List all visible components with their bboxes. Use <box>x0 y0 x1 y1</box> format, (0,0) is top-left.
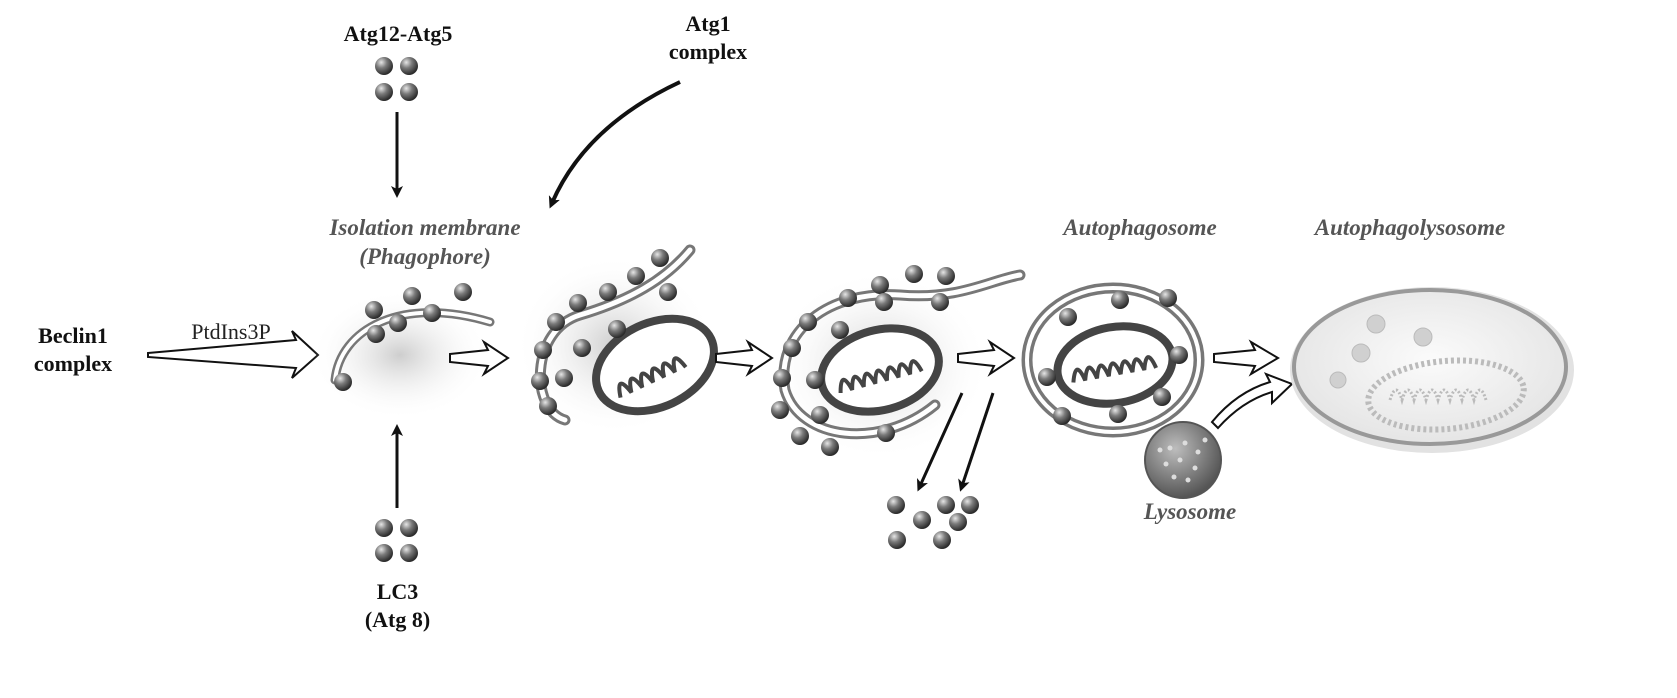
isolation-label-line1: Isolation membrane <box>329 215 521 240</box>
enclosing-membrane <box>770 265 1026 460</box>
beclin-label-line2: complex <box>33 350 113 376</box>
flow-arrow-4 <box>1213 339 1280 377</box>
flow-arrow-2 <box>715 339 774 377</box>
lysosome-arrow <box>1210 372 1294 430</box>
beclin1-complex-label: Beclin1 complex <box>8 322 138 377</box>
flow-arrow-1 <box>449 339 510 377</box>
lysosome-label: Lysosome <box>1143 499 1237 524</box>
elongating-membrane <box>515 244 718 435</box>
phagophore <box>310 283 495 420</box>
lc3-proteins <box>375 519 418 562</box>
lc3-label-line1: LC3 <box>376 579 419 604</box>
autophagolysosome-label: Autophagolysosome <box>1314 215 1506 240</box>
atg1-label-line1: Atg1 <box>685 11 731 36</box>
ptdins3p-label: PtdIns3P <box>191 319 271 344</box>
release-arrow-2 <box>958 392 995 492</box>
flow-arrow-3 <box>957 339 1016 377</box>
beclin-arrow <box>147 330 320 379</box>
isolation-membrane-label: Isolation membrane (Phagophore) <box>290 214 560 272</box>
autophagolysosome <box>1290 287 1574 453</box>
lc3-label-line2: (Atg 8) <box>364 606 431 632</box>
lc3-label: LC3 (Atg 8) <box>340 578 455 633</box>
atg12-atg5-proteins <box>375 57 418 101</box>
atg1-arrow <box>548 80 681 209</box>
isolation-label-line2: (Phagophore) <box>359 243 491 269</box>
release-arrow-1 <box>917 392 964 492</box>
atg12-atg5-label: Atg12-Atg5 <box>343 21 453 46</box>
autophagosome <box>1020 280 1210 440</box>
autophagosome-label: Autophagosome <box>1063 215 1217 240</box>
released-proteins <box>887 496 979 549</box>
atg1-label-line2: complex <box>668 38 748 64</box>
lysosome <box>1144 421 1222 499</box>
atg1-complex-label: Atg1 complex <box>648 10 768 65</box>
beclin-label-line1: Beclin1 <box>38 323 108 348</box>
